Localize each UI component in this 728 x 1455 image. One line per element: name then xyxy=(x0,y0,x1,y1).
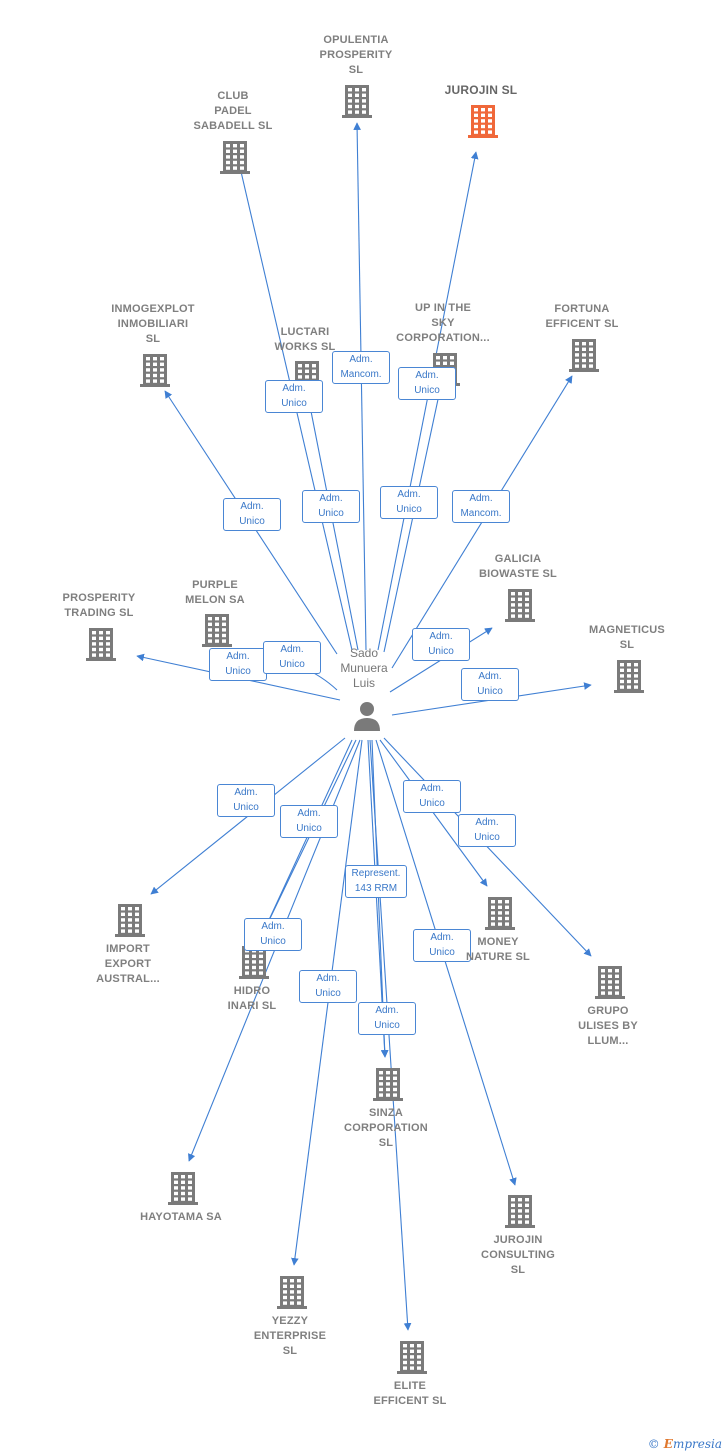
person-icon[interactable] xyxy=(354,702,380,731)
node-label-clubpadel[interactable]: CLUB PADEL SABADELL SL xyxy=(193,90,273,132)
node-label-money[interactable]: MONEY NATURE SL xyxy=(466,936,530,963)
edge-upinthesky xyxy=(383,389,443,653)
node-label-jurojin[interactable]: JUROJIN SL xyxy=(444,83,518,97)
edge-label-inmogexplot[interactable]: Adm. Unico xyxy=(223,498,281,531)
node-label-prosperity[interactable]: PROSPERITY TRADING SL xyxy=(62,592,136,619)
edge-label-sinza[interactable]: Represent. 143 RRM xyxy=(345,865,407,898)
node-label-luctari[interactable]: LUCTARI WORKS SL xyxy=(274,326,336,353)
building-icon[interactable] xyxy=(342,85,372,118)
building-icon[interactable] xyxy=(485,897,515,930)
edge-jurojinconsulting xyxy=(375,739,517,1186)
node-label-hidro[interactable]: HIDRO INARI SL xyxy=(227,985,277,1012)
node-label-elite[interactable]: ELITE EFFICENT SL xyxy=(373,1380,447,1407)
node-label-sinza[interactable]: SINZA CORPORATION SL xyxy=(344,1107,428,1149)
building-icon[interactable] xyxy=(202,614,232,647)
building-icon[interactable] xyxy=(140,354,170,387)
edge-money xyxy=(379,739,488,887)
person-name[interactable]: Sado Munuera Luis xyxy=(340,646,388,690)
node-label-hayotama[interactable]: HAYOTAMA SA xyxy=(140,1211,222,1223)
edge-label-galicia[interactable]: Adm. Unico xyxy=(412,628,470,661)
edge-luctari xyxy=(305,395,359,651)
edge-label-hidro[interactable]: Adm. Unico xyxy=(244,918,302,951)
node-label-upinthesky[interactable]: UP IN THE SKY CORPORATION... xyxy=(396,302,490,344)
edge-label-purple[interactable]: Adm. Unico xyxy=(263,641,321,674)
building-icon[interactable] xyxy=(115,904,145,937)
edge-label-jurojin[interactable]: Adm. Unico xyxy=(398,367,456,400)
edge-label-luctari[interactable]: Adm. Unico xyxy=(302,490,360,523)
node-label-opulentia[interactable]: OPULENTIA PROSPERITY SL xyxy=(319,34,393,76)
building-icon[interactable] xyxy=(397,1341,427,1374)
copyright-symbol: © xyxy=(647,1437,660,1451)
node-label-purple[interactable]: PURPLE MELON SA xyxy=(185,579,245,606)
building-icon[interactable] xyxy=(468,105,498,138)
node-label-magneticus[interactable]: MAGNETICUS SL xyxy=(589,624,665,651)
building-icon[interactable] xyxy=(373,1068,403,1101)
edge-grupo xyxy=(383,737,592,957)
building-icon[interactable] xyxy=(239,946,269,979)
edge-label-hidro[interactable]: Adm. Unico xyxy=(280,805,338,838)
brand-name: mpresia xyxy=(672,1437,722,1451)
edge-label-magneticus[interactable]: Adm. Unico xyxy=(461,668,519,701)
edge-jurojin xyxy=(377,151,479,651)
building-icon[interactable] xyxy=(505,1195,535,1228)
building-icon[interactable] xyxy=(277,1276,307,1309)
brand-initial: E xyxy=(663,1437,673,1451)
node-label-grupo[interactable]: GRUPO ULISES BY LLUM... xyxy=(578,1005,638,1047)
node-label-jurojinconsulting[interactable]: JUROJIN CONSULTING SL xyxy=(481,1234,555,1276)
node-label-yezzy[interactable]: YEZZY ENTERPRISE SL xyxy=(253,1315,327,1357)
edge-opulentia xyxy=(353,122,367,651)
edge-label-fortuna[interactable]: Adm. Mancom. xyxy=(452,490,510,523)
edge-label-clubpadel[interactable]: Adm. Unico xyxy=(265,380,323,413)
building-icon[interactable] xyxy=(595,966,625,999)
edge-label-grupo[interactable]: Adm. Unico xyxy=(458,814,516,847)
building-icon[interactable] xyxy=(86,628,116,661)
edge-label-opulentia[interactable]: Adm. Mancom. xyxy=(332,351,390,384)
edge-label-hayotama[interactable]: Adm. Unico xyxy=(299,970,357,1003)
edge-label-money[interactable]: Adm. Unico xyxy=(403,780,461,813)
edge-elite xyxy=(369,739,412,1331)
edge-label-upinthesky[interactable]: Adm. Unico xyxy=(380,486,438,519)
building-icon[interactable] xyxy=(220,141,250,174)
building-icon[interactable] xyxy=(614,660,644,693)
icons-layer xyxy=(86,85,644,1374)
building-icon[interactable] xyxy=(569,339,599,372)
building-icon[interactable] xyxy=(505,589,535,622)
node-label-fortuna[interactable]: FORTUNA EFFICENT SL xyxy=(545,303,619,330)
node-label-galicia[interactable]: GALICIA BIOWASTE SL xyxy=(479,553,557,580)
node-label-inmogexplot[interactable]: INMOGEXPLOT INMOBILIARI SL xyxy=(111,303,195,345)
node-label-importexport[interactable]: IMPORT EXPORT AUSTRAL... xyxy=(96,943,160,985)
building-icon[interactable] xyxy=(168,1172,198,1205)
edge-label-sinza[interactable]: Adm. Unico xyxy=(358,1002,416,1035)
edge-label-importexport[interactable]: Adm. Unico xyxy=(217,784,275,817)
edge-label-jurojinconsulting[interactable]: Adm. Unico xyxy=(413,929,471,962)
edge-label-prosperity[interactable]: Adm. Unico xyxy=(209,648,267,681)
footer-brand[interactable]: ©Empresia xyxy=(648,1437,722,1451)
